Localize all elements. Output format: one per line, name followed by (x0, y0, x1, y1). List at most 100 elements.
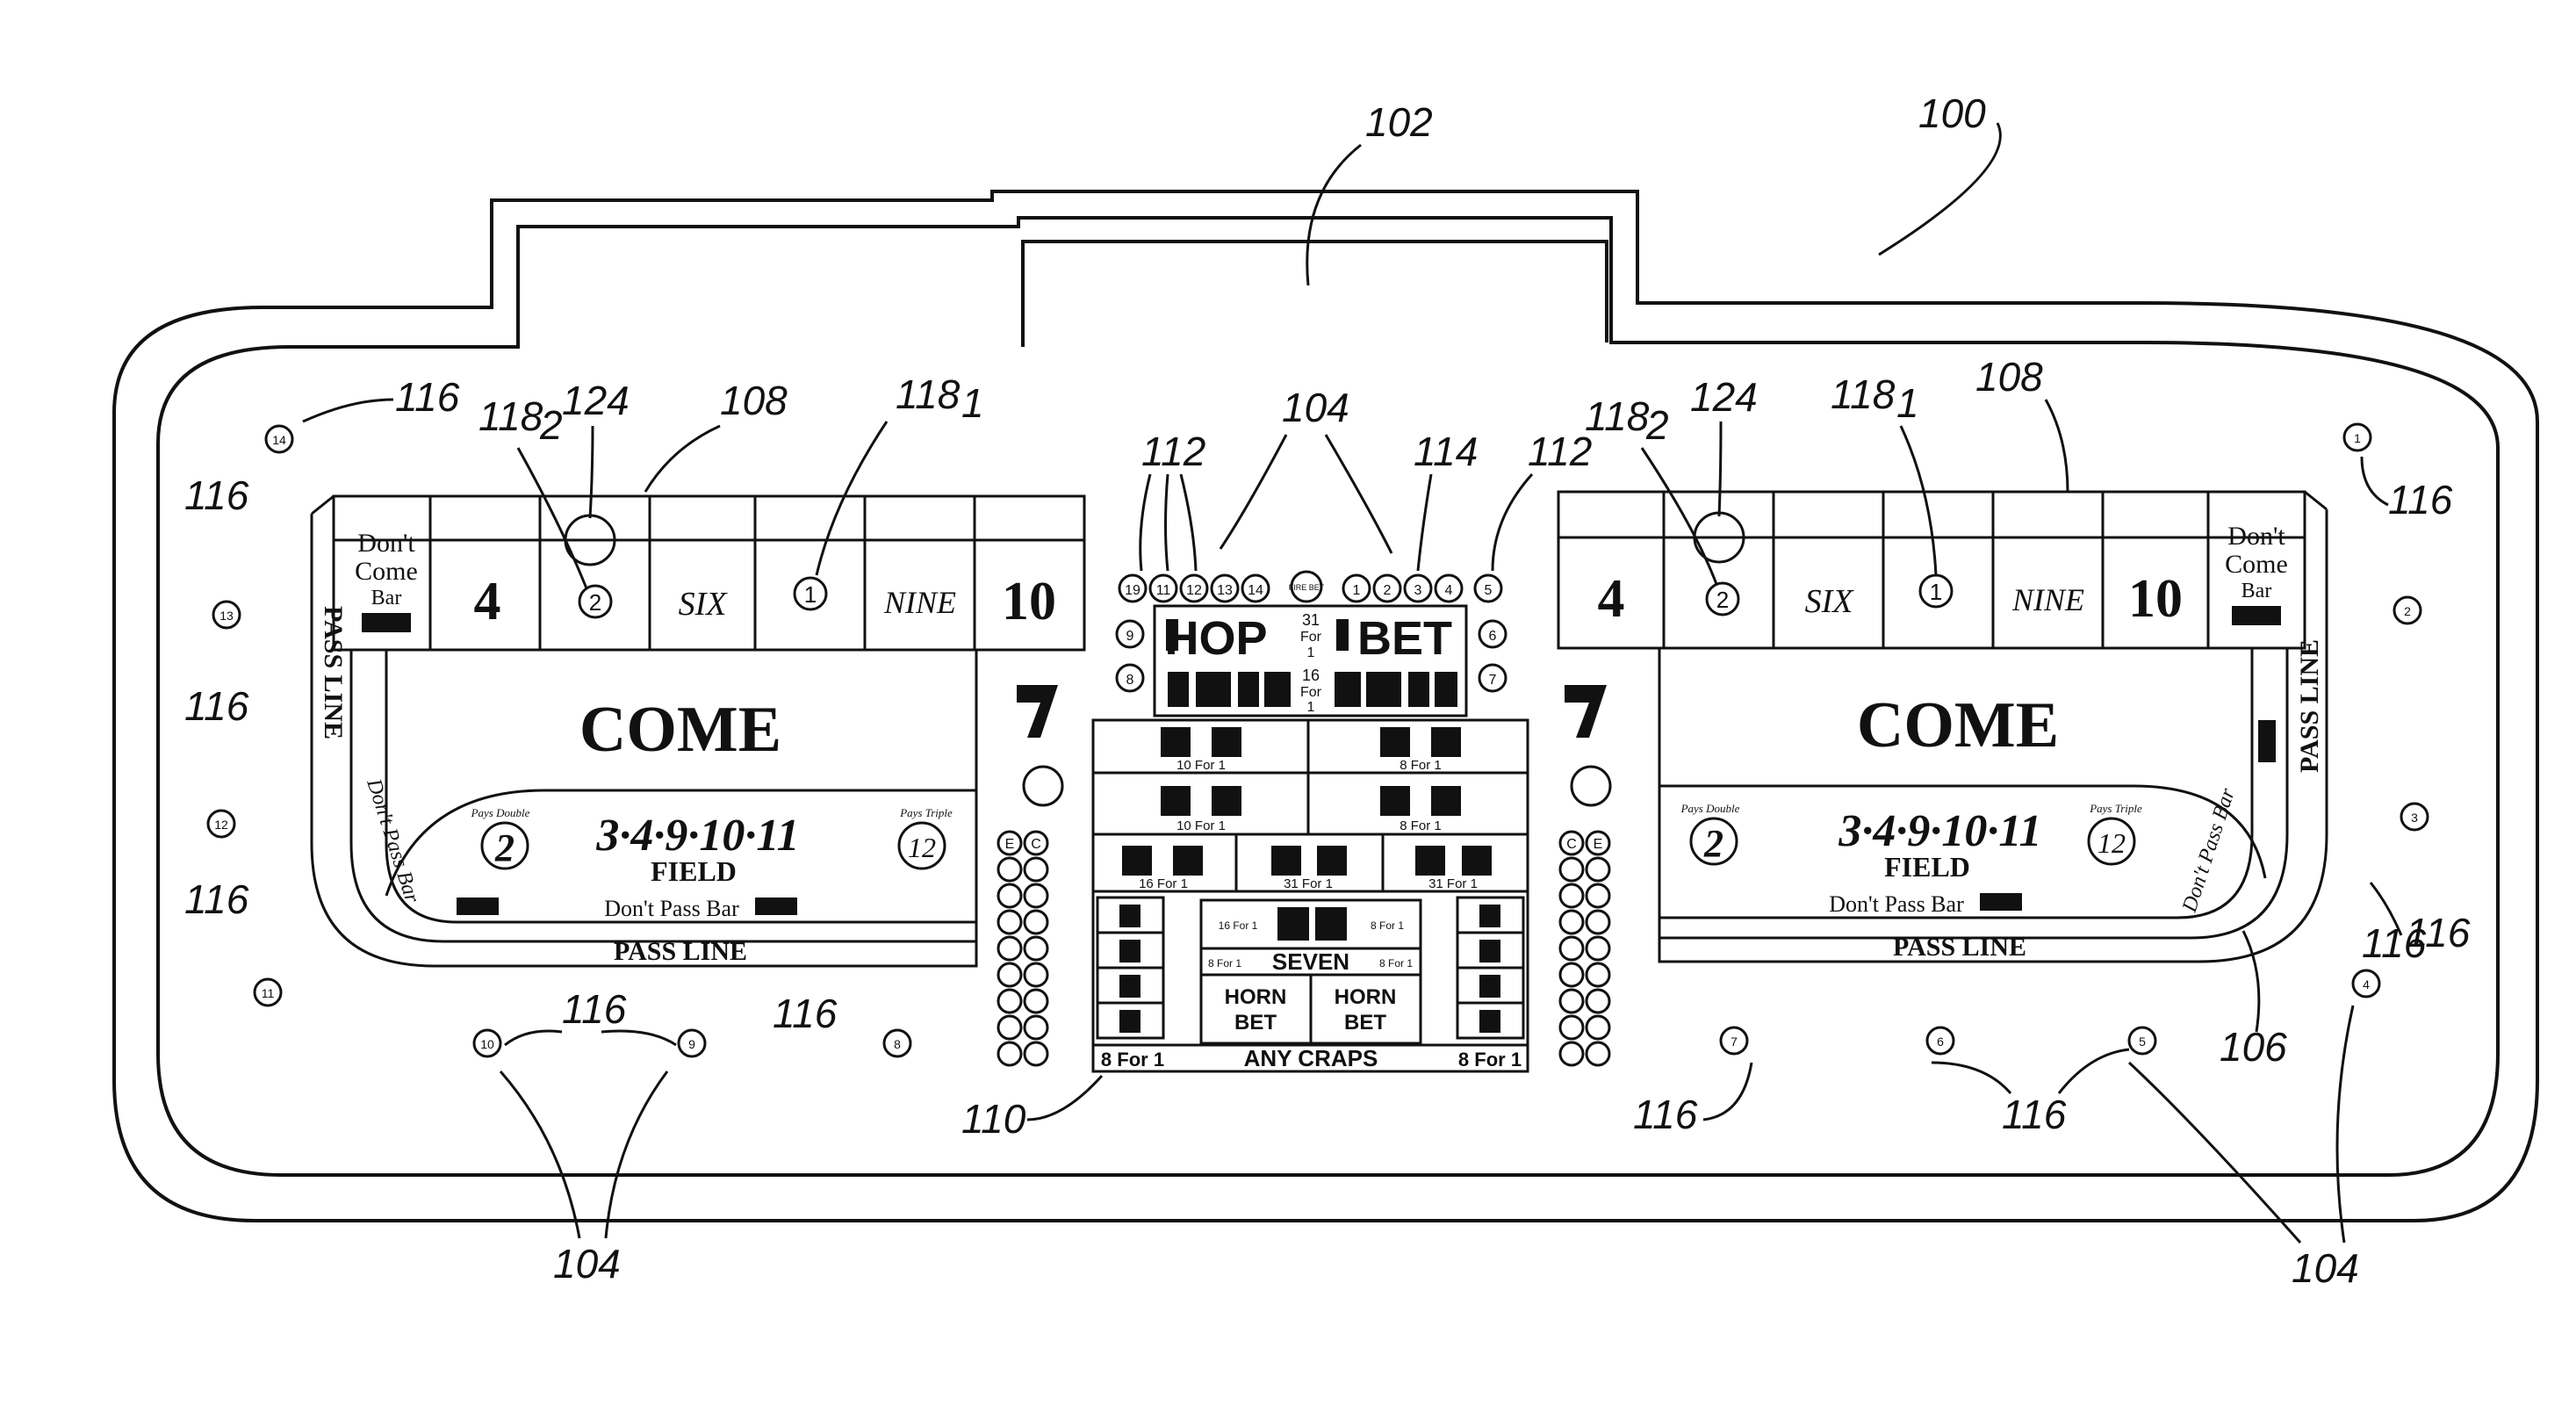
prop-r3-a: 16 For 1 (1139, 876, 1188, 891)
right-pass-line-vertical: PASS LINE (2295, 639, 2324, 773)
globe-left (1024, 767, 1062, 805)
field-two: 2 (494, 826, 514, 869)
horn-left: HORN (1225, 985, 1287, 1009)
right-place-5-chip: 2 (1716, 587, 1729, 613)
any-craps-odds-left: 8 For 1 (1101, 1049, 1164, 1071)
ref-124-left: 124 (562, 378, 630, 423)
horn-bet-left: BET (1234, 1011, 1277, 1035)
ref-116-j: 116 (2388, 477, 2453, 523)
place-nine: NINE (883, 585, 956, 620)
right-field-numbers: 3·4·9·10·11 (1838, 806, 2041, 856)
seven-logo-left (1017, 685, 1058, 738)
svg-text:5: 5 (2139, 1035, 2146, 1049)
ref-116-f: 116 (773, 991, 838, 1036)
ref-118-2-left-sub: 2 (539, 402, 563, 448)
ref-118-2-right: 118 (1585, 393, 1650, 439)
seven-label: SEVEN (1272, 948, 1349, 975)
ref-116-g: 116 (1633, 1092, 1698, 1137)
dealer-cutout (1023, 242, 1607, 347)
hop-odds-16: 16 (1302, 667, 1320, 684)
chip-row-right: 1 2 3 4 5 (1343, 575, 1501, 602)
ref-106: 106 (2220, 1024, 2287, 1070)
any-craps-odds-right: 8 For 1 (1458, 1049, 1522, 1071)
ref-116-b: 116 (184, 472, 249, 518)
svg-text:6: 6 (1937, 1035, 1944, 1049)
place-10: 10 (1002, 572, 1056, 631)
prop-r2-left: 10 For 1 (1176, 818, 1226, 833)
svg-text:14: 14 (1248, 583, 1263, 598)
right-pays-double: Pays Double (1680, 802, 1740, 815)
svg-text:C: C (1566, 837, 1577, 852)
dont-come-label-2: Come (355, 557, 418, 586)
right-dont-pass-bar-curve: Don't Pass Bar (2178, 785, 2241, 916)
svg-text:11: 11 (1156, 583, 1171, 598)
svg-text:13: 13 (1217, 583, 1233, 598)
ref-100: 100 (1918, 90, 1986, 136)
right-layout: 4 2 SIX 1 NINE 10 Don't Come Bar PASS LI… (1558, 492, 2327, 962)
right-place-six: SIX (1805, 583, 1855, 620)
right-place-nine: NINE (2011, 582, 2084, 617)
svg-text:C: C (1031, 837, 1041, 852)
svg-text:7: 7 (1489, 673, 1497, 688)
ref-104-left: 104 (553, 1241, 621, 1287)
svg-text:6: 6 (1489, 629, 1497, 644)
pays-triple: Pays Triple (899, 806, 953, 819)
prop-8-for-1-b: 8 For 1 (1208, 957, 1241, 970)
right-field-twelve: 12 (2097, 827, 2126, 859)
prop-r1-left: 10 For 1 (1176, 758, 1226, 773)
ref-108-left: 108 (720, 378, 788, 423)
ref-116-k: 116 (2362, 920, 2427, 966)
svg-text:2: 2 (1384, 583, 1392, 598)
chip-row-left: 19 11 12 13 14 (1119, 575, 1269, 602)
place-six: SIX (679, 586, 729, 623)
ref-124-right: 124 (1690, 374, 1758, 420)
prop-8-for-1-a: 8 For 1 (1371, 919, 1404, 932)
bet-label: BET (1357, 612, 1452, 665)
pass-line-bottom: PASS LINE (614, 937, 747, 966)
right-field-two: 2 (1703, 822, 1723, 865)
svg-text:E: E (1005, 837, 1015, 852)
place-8-chip: 1 (804, 581, 817, 608)
dont-come-label: Don't (357, 529, 415, 558)
ref-118-1-left: 118 (896, 371, 961, 417)
ref-118-1-left-sub: 1 (961, 380, 984, 426)
ref-116-c: 116 (184, 683, 249, 729)
ref-116-h: 116 (2002, 1092, 2067, 1137)
svg-text:4: 4 (1445, 583, 1453, 598)
svg-text:5: 5 (1485, 583, 1493, 598)
hop-label: HOP (1164, 612, 1267, 665)
ref-118-2-left: 118 (479, 393, 543, 439)
ref-110: 110 (961, 1096, 1026, 1142)
svg-text:13: 13 (219, 609, 234, 623)
ref-112-left: 112 (1141, 429, 1205, 474)
ref-116-d: 116 (184, 876, 249, 922)
right-dont-come-label: Don't (2227, 522, 2285, 551)
svg-text:9: 9 (688, 1037, 695, 1051)
horn-bet-right: BET (1344, 1011, 1386, 1035)
hop-odds-1: 1 (1307, 645, 1315, 660)
ce-right: C E (1560, 832, 1609, 1065)
svg-text:19: 19 (1125, 583, 1140, 598)
ref-114: 114 (1414, 429, 1478, 474)
ref-118-1-right: 118 (1831, 371, 1896, 417)
prop-r3-b: 31 For 1 (1284, 876, 1333, 891)
ce-left: E C (998, 832, 1047, 1065)
prop-8-for-1-c: 8 For 1 (1379, 957, 1413, 970)
hop-odds-for-2: For (1300, 685, 1322, 700)
svg-text:7: 7 (1731, 1035, 1738, 1049)
prop-16-for-1: 16 For 1 (1219, 919, 1258, 932)
right-come-label: COME (1857, 689, 2059, 761)
prop-r2-right: 8 For 1 (1400, 818, 1442, 833)
svg-text:14: 14 (272, 433, 286, 447)
svg-text:11: 11 (262, 986, 275, 1000)
place-5-chip: 2 (589, 589, 601, 616)
prop-r3-c: 31 For 1 (1428, 876, 1478, 891)
svg-text:12: 12 (1186, 583, 1202, 598)
svg-text:3: 3 (1414, 583, 1422, 598)
right-place-10: 10 (2128, 569, 2183, 629)
right-pays-triple: Pays Triple (2089, 802, 2142, 815)
svg-text:12: 12 (214, 818, 228, 832)
ref-104-center: 104 (1282, 385, 1349, 430)
ref-112-right: 112 (1528, 429, 1592, 474)
